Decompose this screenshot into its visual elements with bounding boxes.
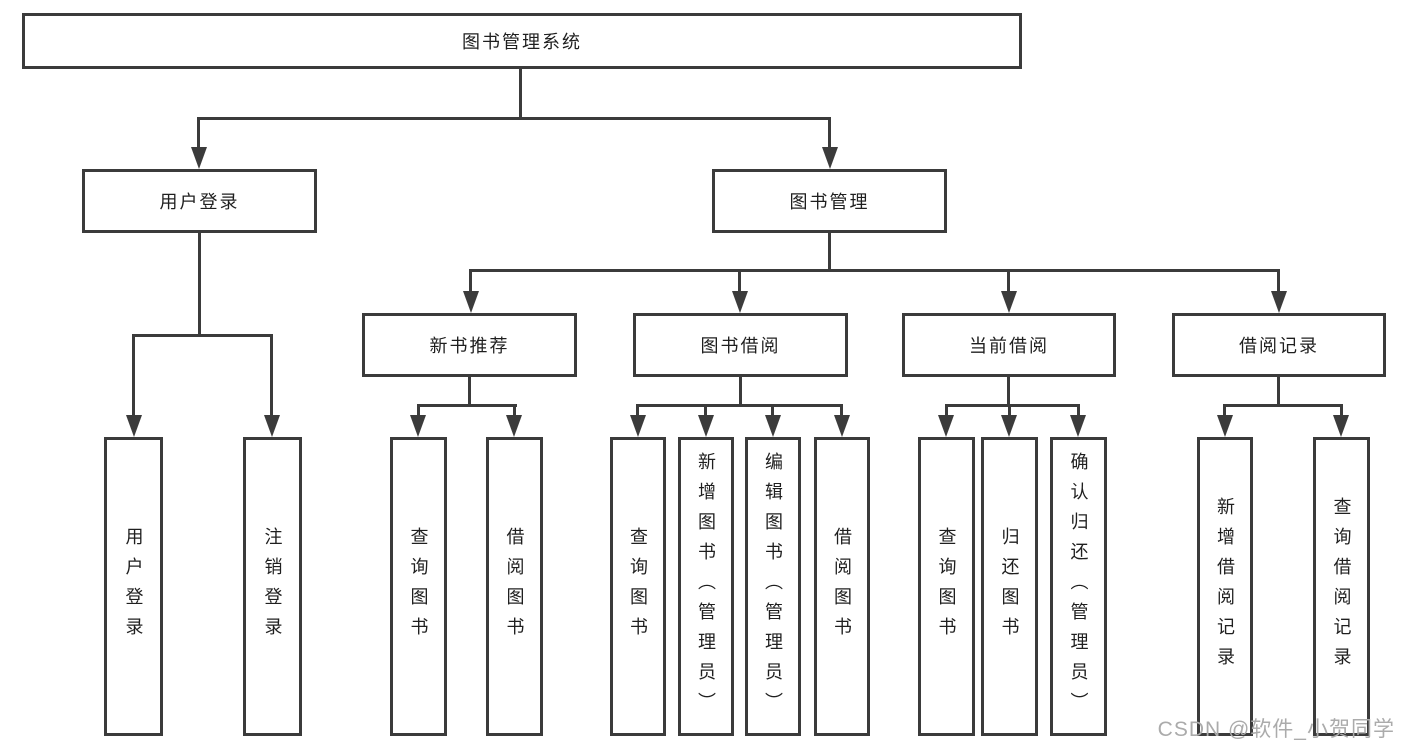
arrowhead-down [630, 415, 646, 437]
node-label: 图书借阅 [700, 336, 781, 356]
node-label: 新书推荐 [429, 336, 510, 356]
node-current-borrowing: 当前借阅 [902, 313, 1116, 377]
arrowhead-down [410, 415, 426, 437]
leaf-label: 查询图书 [936, 526, 957, 647]
node-label: 图书管理系统 [462, 32, 582, 52]
connector-line [840, 404, 843, 417]
connector-line [738, 269, 741, 293]
arrowhead-down [191, 147, 207, 169]
leaf-label: 查询图书 [408, 526, 429, 647]
node-label: 用户登录 [159, 192, 240, 212]
connector-line [197, 117, 831, 120]
connector-line [132, 334, 273, 337]
arrowhead-down [1001, 415, 1017, 437]
connector-line [468, 377, 471, 407]
arrowhead-down [765, 415, 781, 437]
leaf-user-login: 用户登录 [104, 437, 163, 736]
arrowhead-down [1271, 291, 1287, 313]
arrowhead-down [264, 415, 280, 437]
connector-line [1077, 404, 1080, 417]
leaf-return-books: 归还图书 [981, 437, 1038, 736]
leaf-query-borrow-record: 查询借阅记录 [1313, 437, 1370, 736]
leaf-label: 编辑图书（管理员） [763, 451, 783, 722]
connector-line [945, 404, 948, 417]
arrowhead-down [506, 415, 522, 437]
leaf-logout: 注销登录 [243, 437, 302, 736]
leaf-add-borrow-record: 新增借阅记录 [1197, 437, 1253, 736]
connector-line [132, 334, 135, 417]
connector-line [771, 404, 774, 417]
node-book-management: 图书管理 [712, 169, 947, 233]
leaf-query-books: 查询图书 [610, 437, 666, 736]
node-library-management-system: 图书管理系统 [22, 13, 1022, 69]
leaf-label: 借阅图书 [504, 526, 525, 647]
connector-line [1223, 404, 1226, 417]
connector-line [1007, 269, 1010, 293]
connector-line [1277, 269, 1280, 293]
connector-line [1223, 404, 1342, 407]
leaf-label: 新增借阅记录 [1215, 496, 1235, 677]
connector-line [198, 233, 201, 337]
connector-line [828, 117, 831, 149]
node-user-login: 用户登录 [82, 169, 317, 233]
leaf-add-books-admin: 新增图书（管理员） [678, 437, 734, 736]
leaf-query-books: 查询图书 [918, 437, 975, 736]
node-new-book-recommendation: 新书推荐 [362, 313, 577, 377]
connector-line [1340, 404, 1343, 417]
node-label: 当前借阅 [969, 336, 1049, 356]
connector-line [270, 334, 273, 417]
connector-line [513, 404, 516, 417]
leaf-label: 新增图书（管理员） [696, 451, 716, 722]
arrowhead-down [463, 291, 479, 313]
node-label: 图书管理 [789, 192, 870, 212]
connector-line [636, 404, 639, 417]
connector-line [828, 233, 831, 272]
connector-line [197, 117, 200, 149]
connector-line [739, 377, 742, 407]
arrowhead-down [822, 147, 838, 169]
node-borrowing-records: 借阅记录 [1172, 313, 1386, 377]
leaf-label: 用户登录 [123, 526, 144, 647]
connector-line [1277, 377, 1280, 407]
arrowhead-down [126, 415, 142, 437]
connector-line [1007, 377, 1010, 407]
leaf-borrow-books: 借阅图书 [486, 437, 543, 736]
leaf-label: 借阅图书 [832, 526, 852, 647]
connector-line [519, 69, 522, 119]
arrowhead-down [1217, 415, 1233, 437]
connector-line [1008, 404, 1011, 417]
connector-line [469, 269, 1280, 272]
node-label: 借阅记录 [1239, 336, 1319, 356]
watermark: CSDN @软件_小贺同学 [1157, 718, 1395, 741]
arrowhead-down [732, 291, 748, 313]
leaf-label: 查询图书 [628, 526, 648, 647]
leaf-confirm-return-admin: 确认归还（管理员） [1050, 437, 1107, 736]
node-book-borrowing: 图书借阅 [633, 313, 848, 377]
arrowhead-down [1333, 415, 1349, 437]
leaf-label: 查询借阅记录 [1331, 496, 1352, 677]
leaf-query-books: 查询图书 [390, 437, 447, 736]
leaf-label: 注销登录 [262, 526, 283, 647]
connector-line [417, 404, 420, 417]
leaf-label: 归还图书 [999, 526, 1020, 647]
leaf-borrow-books: 借阅图书 [814, 437, 870, 736]
arrowhead-down [1001, 291, 1017, 313]
connector-line [945, 404, 1079, 407]
connector-line [417, 404, 517, 407]
leaf-edit-books-admin: 编辑图书（管理员） [745, 437, 801, 736]
leaf-label: 确认归还（管理员） [1068, 451, 1089, 722]
connector-line [636, 404, 842, 407]
arrowhead-down [938, 415, 954, 437]
arrowhead-down [1070, 415, 1086, 437]
connector-line [704, 404, 707, 417]
arrowhead-down [698, 415, 714, 437]
arrowhead-down [834, 415, 850, 437]
connector-line [469, 269, 472, 293]
